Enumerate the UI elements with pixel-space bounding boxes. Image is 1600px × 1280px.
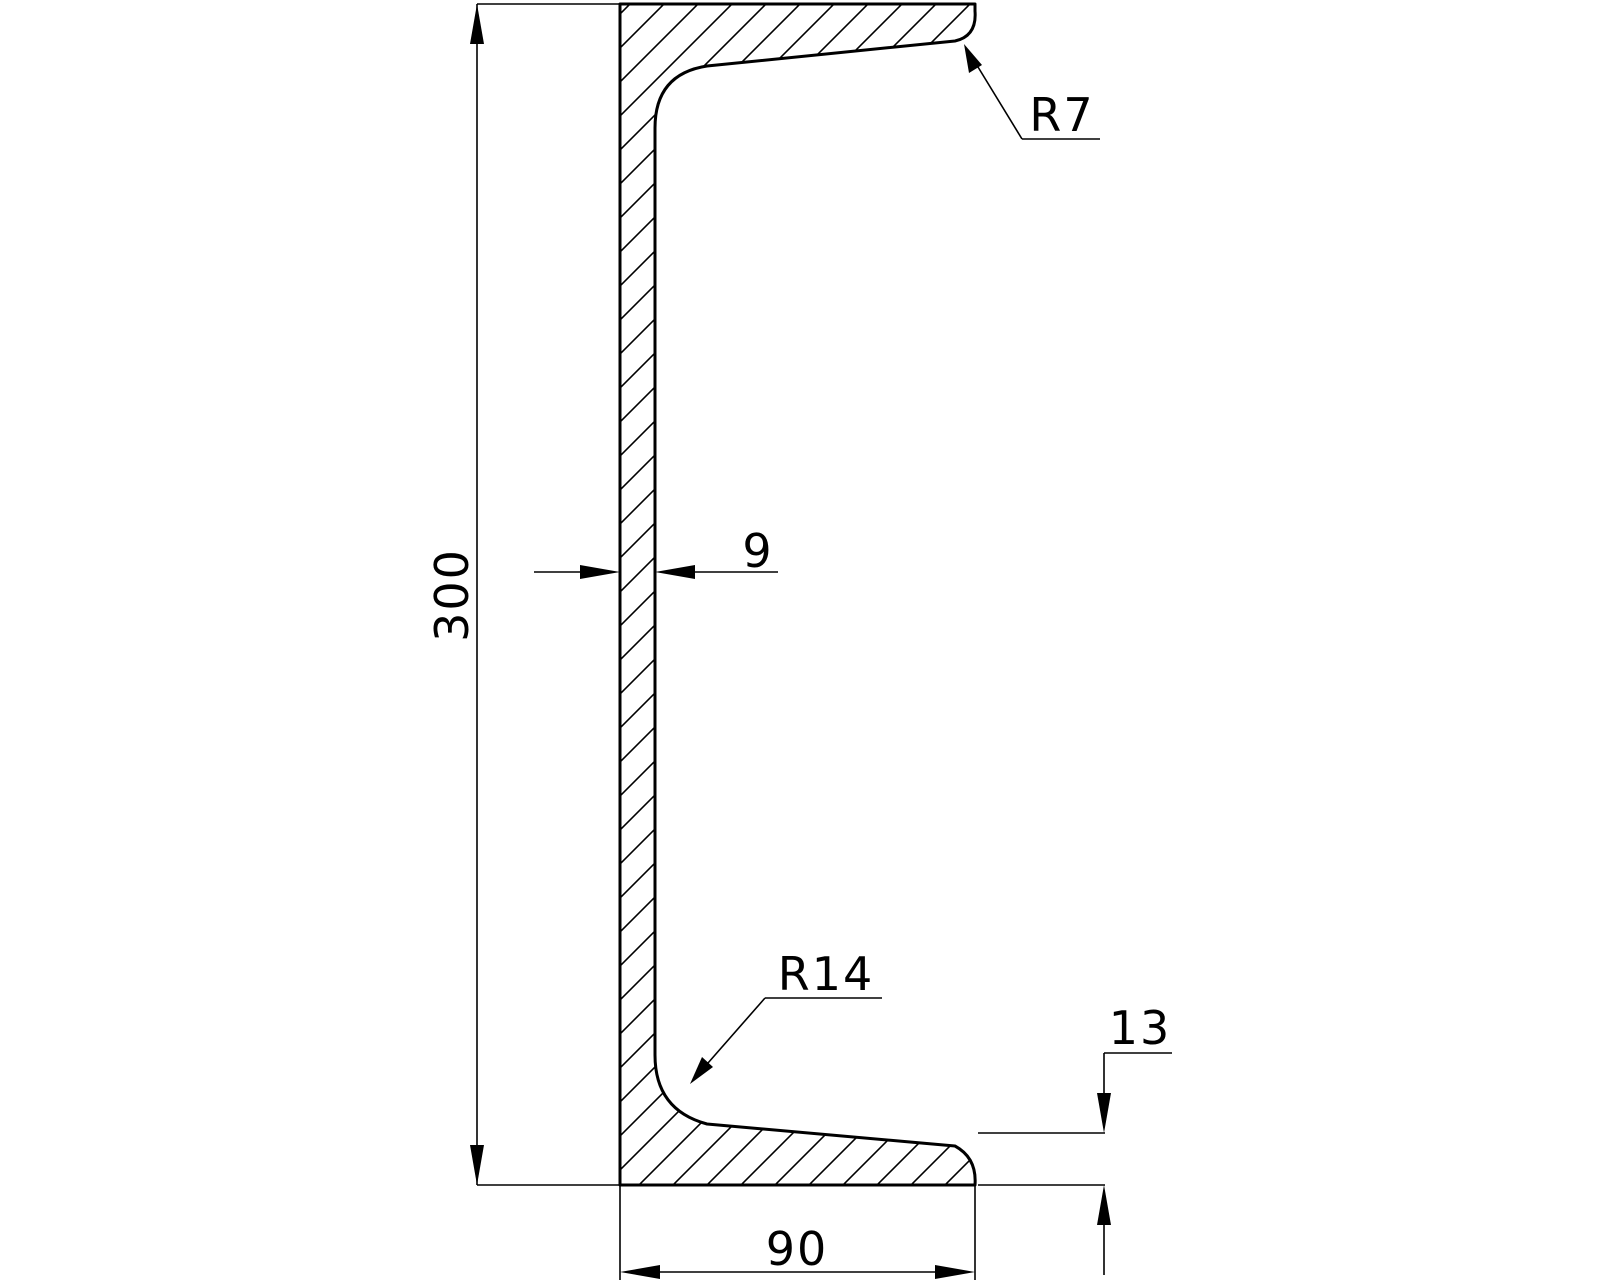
height-dimension-label: 300: [425, 548, 479, 642]
hatch-line: [620, 4, 703, 1185]
hatch-line: [620, 4, 976, 1185]
toe-radius-leader: R7: [964, 44, 1100, 142]
hatch-line: [620, 4, 976, 1185]
hatch-line: [620, 4, 976, 1185]
hatch-line: [781, 4, 976, 1185]
flange-width-dimension: 90: [619, 1185, 976, 1280]
hatch-line: [620, 4, 976, 1185]
hatch-line: [620, 4, 976, 1185]
hatch-line: [620, 4, 737, 1185]
hatch-line: [815, 4, 976, 1185]
height-dimension: 300: [425, 3, 620, 1186]
web-thickness-dimension: 9: [534, 524, 778, 579]
hatch-line: [747, 4, 976, 1185]
hatch-line: [917, 4, 976, 1185]
hatch-line: [849, 4, 976, 1185]
hatch-line: [620, 4, 976, 1185]
hatch-line: [620, 4, 976, 1185]
hatch-line: [883, 4, 976, 1185]
hatch-line: [620, 4, 976, 1185]
hatch-line: [620, 4, 976, 1185]
hatch-line: [620, 4, 976, 1185]
hatch-line: [620, 4, 976, 1185]
web-thickness-label: 9: [742, 524, 773, 578]
flange-thickness-dimension: 13: [978, 1001, 1172, 1275]
flange-width-label: 90: [766, 1222, 829, 1276]
hatch-line: [620, 4, 976, 1185]
hatch-line: [620, 4, 976, 1185]
hatch-line: [620, 4, 635, 1185]
hatch-line: [620, 4, 975, 1185]
hatch-line: [620, 4, 976, 1185]
hatch-line: [713, 4, 976, 1185]
toe-radius-label: R7: [1029, 88, 1094, 142]
hatch-line: [620, 4, 976, 1185]
hatch-line: [620, 4, 805, 1185]
hatch-line: [620, 4, 839, 1185]
hatch-line: [679, 4, 976, 1185]
hatch-line: [620, 4, 976, 1185]
hatch-line: [620, 4, 976, 1185]
hatch-line: [620, 4, 976, 1185]
root-radius-label: R14: [778, 947, 875, 1001]
root-radius-leader: R14: [690, 947, 882, 1084]
hatch-line: [645, 4, 976, 1185]
flange-thickness-label: 13: [1109, 1001, 1172, 1055]
hatch-line: [620, 4, 976, 1185]
hatch-line: [620, 4, 976, 1185]
hatch-line: [620, 4, 976, 1185]
hatch-line: [620, 4, 976, 1185]
channel-section-outline: [618, 2, 977, 1187]
hatch-line: [620, 4, 976, 1185]
hatch-line: [620, 4, 669, 1185]
hatch-line: [620, 4, 976, 1185]
hatch-line: [0, 0, 600, 1280]
hatch-line: [620, 4, 976, 1185]
